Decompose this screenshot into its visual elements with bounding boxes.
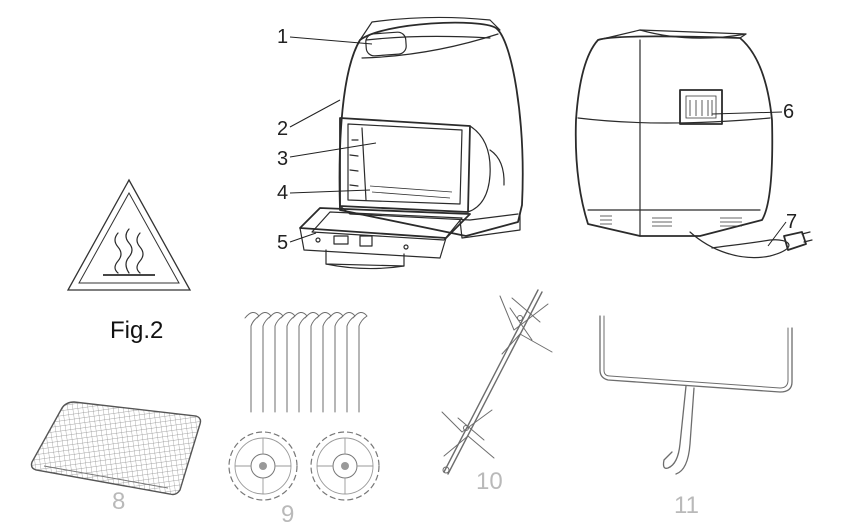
retrieval-handle <box>599 315 793 475</box>
air-fryer-rear <box>574 29 813 259</box>
hot-surface-warning-icon <box>66 178 192 291</box>
mesh-rack <box>30 401 202 496</box>
skewer-disc-right <box>310 431 380 501</box>
callout-2: 2 <box>277 118 288 140</box>
part-number-9: 9 <box>281 501 294 528</box>
skewer-disc-left <box>228 431 298 501</box>
rotisserie-shaft <box>441 289 553 475</box>
callout-6: 6 <box>783 101 794 123</box>
part-number-10: 10 <box>476 468 503 495</box>
air-fryer-front <box>299 16 524 270</box>
part-number-8: 8 <box>112 488 125 515</box>
callout-3: 3 <box>277 148 288 170</box>
callout-1: 1 <box>277 26 288 48</box>
callout-4: 4 <box>277 182 288 204</box>
skewer-set <box>244 312 368 413</box>
callout-7: 7 <box>786 211 797 233</box>
callout-group-rear: 6 7 <box>711 101 797 247</box>
callout-5: 5 <box>277 232 288 254</box>
part-number-11: 11 <box>674 492 699 519</box>
figure-label: Fig.2 <box>110 317 163 344</box>
callout-group-front: 1 2 3 4 5 <box>277 26 377 254</box>
